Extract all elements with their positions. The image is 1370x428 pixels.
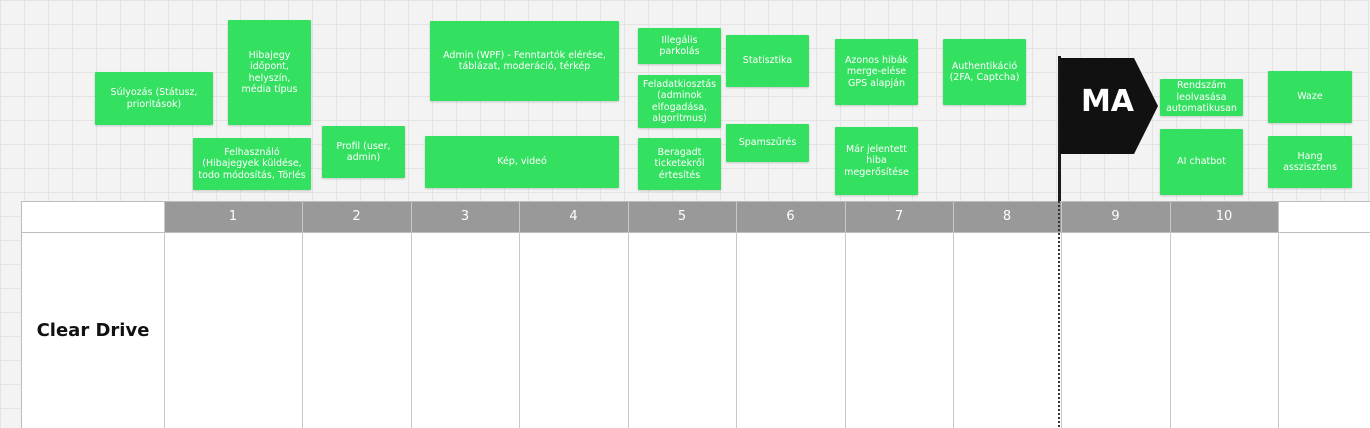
note-sulyozas[interactable]: Súlyozás (Státusz, prioritások) xyxy=(95,72,213,125)
column-label-3[interactable]: 3 xyxy=(460,209,470,224)
column-header-band xyxy=(164,202,1278,232)
flag-pole xyxy=(1058,56,1061,202)
column-divider xyxy=(1170,202,1171,428)
header-divider xyxy=(22,232,1370,233)
note-waze[interactable]: Waze xyxy=(1268,71,1352,123)
note-kep[interactable]: Kép, videó xyxy=(425,136,619,188)
timeline-board: 1 2 3 4 5 6 7 8 9 10 Clear Drive xyxy=(21,201,1370,428)
milestone-label: MA xyxy=(1080,84,1135,119)
note-admin[interactable]: Admin (WPF) - Fenntartók elérése, tábláz… xyxy=(430,21,619,101)
column-divider xyxy=(519,202,520,428)
column-label-4[interactable]: 4 xyxy=(569,209,578,224)
column-label-8[interactable]: 8 xyxy=(1002,209,1012,224)
note-beragadt[interactable]: Beragadt ticketekről értesítés xyxy=(638,138,721,190)
column-divider xyxy=(302,202,303,428)
column-divider xyxy=(953,202,954,428)
note-chatbot[interactable]: AI chatbot xyxy=(1160,129,1243,195)
column-label-1[interactable]: 1 xyxy=(228,209,238,224)
note-mar[interactable]: Már jelentett hiba megerősítése xyxy=(835,127,918,195)
column-divider xyxy=(628,202,629,428)
column-label-2[interactable]: 2 xyxy=(352,209,361,224)
column-label-7[interactable]: 7 xyxy=(894,209,904,224)
column-divider xyxy=(1278,202,1279,428)
column-label-9[interactable]: 9 xyxy=(1111,209,1120,224)
note-azonos[interactable]: Azonos hibák merge-elése GPS alapján xyxy=(835,39,918,105)
column-divider xyxy=(845,202,846,428)
note-hang[interactable]: Hang asszisztens xyxy=(1268,136,1352,188)
note-statisztika[interactable]: Statisztika xyxy=(726,35,809,87)
column-label-5[interactable]: 5 xyxy=(677,209,687,224)
column-divider xyxy=(736,202,737,428)
note-profil[interactable]: Profil (user, admin) xyxy=(322,126,405,178)
column-divider xyxy=(411,202,412,428)
note-felhasznalo[interactable]: Felhasználó (Hibajegyek küldése, todo mó… xyxy=(193,138,311,190)
column-label-6[interactable]: 6 xyxy=(786,209,795,224)
note-auth[interactable]: Authentikáció (2FA, Captcha) xyxy=(943,39,1026,105)
column-divider xyxy=(1061,202,1062,428)
row-title: Clear Drive xyxy=(36,320,150,341)
column-divider xyxy=(164,202,165,428)
today-marker-line xyxy=(1058,201,1060,427)
milestone-flag[interactable] xyxy=(1060,58,1158,154)
column-label-10[interactable]: 10 xyxy=(1215,209,1233,224)
note-illegalis[interactable]: Illegális parkolás xyxy=(638,28,721,64)
note-feladat[interactable]: Feladatkiosztás (adminok elfogadása, alg… xyxy=(638,75,721,128)
note-rendszam[interactable]: Rendszám leolvasása automatikusan xyxy=(1160,79,1243,116)
note-hibajegy[interactable]: Hibajegy időpont, helyszín, média típus xyxy=(228,20,311,125)
note-spamszures[interactable]: Spamszűrés xyxy=(726,124,809,162)
